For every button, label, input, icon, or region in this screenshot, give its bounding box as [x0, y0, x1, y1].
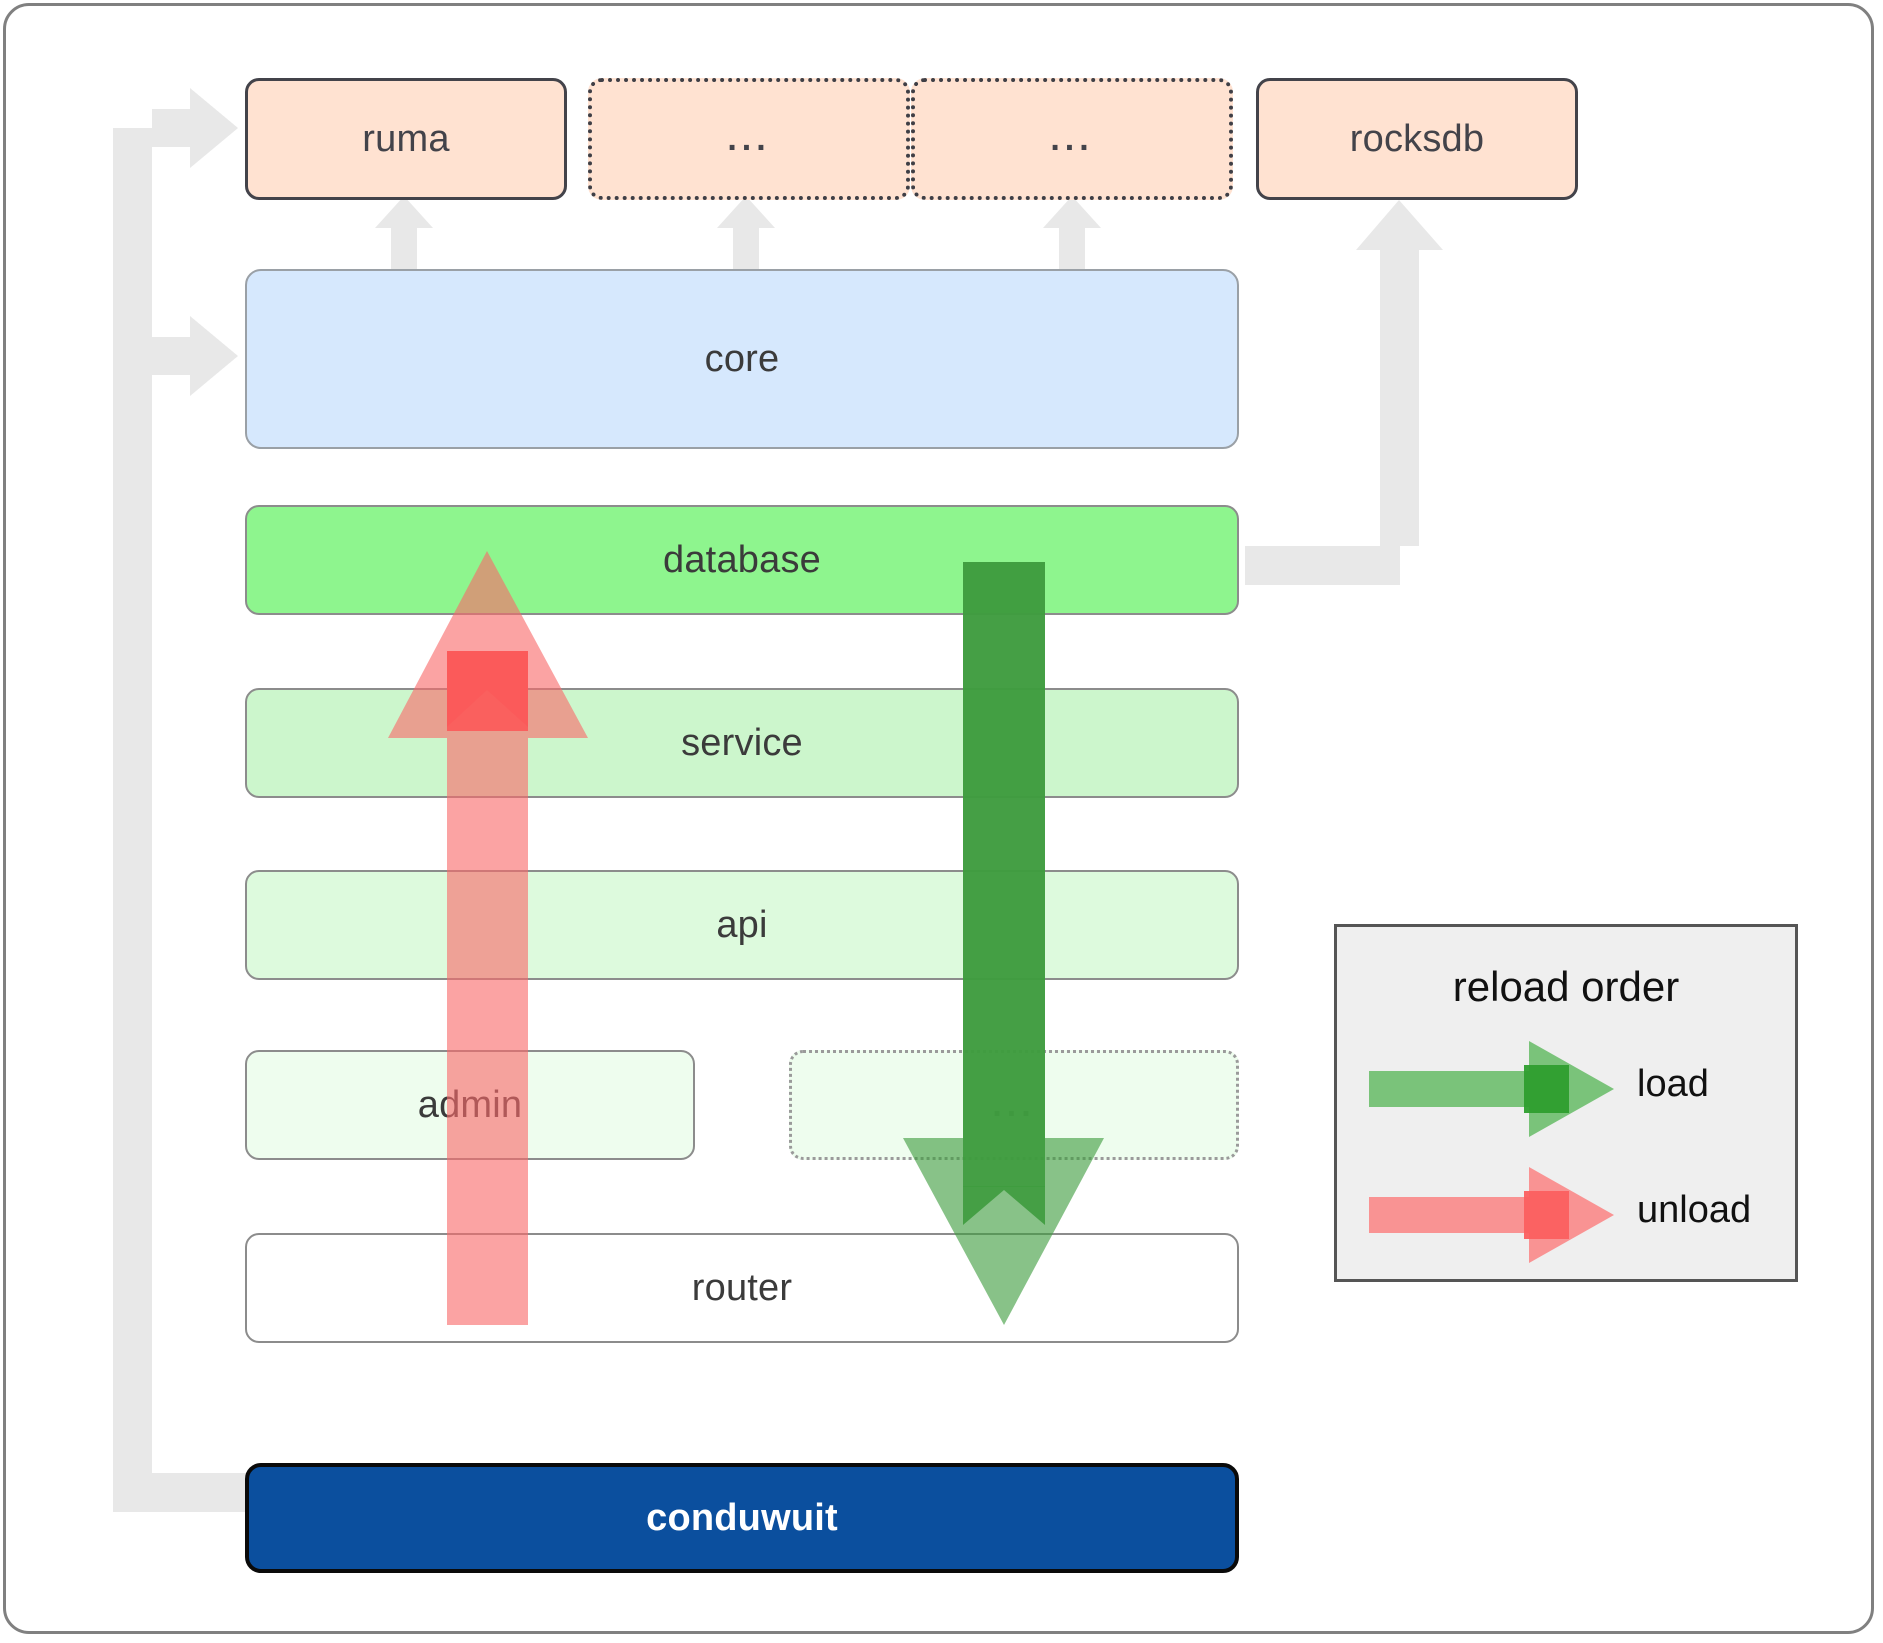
diagram-frame — [3, 3, 1874, 1634]
stack-box-extra-label: ... — [992, 1085, 1036, 1124]
stack-box-database-label: database — [663, 538, 821, 581]
dep-box-placeholder-2-label: ... — [1050, 119, 1094, 158]
legend-unload-arrow-icon — [1369, 1167, 1614, 1263]
stack-box-router[interactable]: router — [245, 1233, 1239, 1343]
stack-box-admin-label: admin — [417, 1083, 523, 1126]
stack-box-conduwuit-label: conduwuit — [646, 1496, 838, 1539]
stack-box-api-label: api — [716, 903, 768, 946]
legend-row-unload: unload — [1337, 1167, 1795, 1263]
stack-box-database[interactable]: database — [245, 505, 1239, 615]
legend-load-arrow-icon — [1369, 1041, 1614, 1137]
legend-panel: reload order load unload — [1334, 924, 1798, 1282]
dep-box-ruma-label: ruma — [362, 117, 450, 160]
stack-box-core[interactable]: core — [245, 269, 1239, 449]
dep-box-placeholder-1-label: ... — [727, 119, 771, 158]
stack-box-service[interactable]: service — [245, 688, 1239, 798]
stack-box-admin[interactable]: admin — [245, 1050, 695, 1160]
stack-box-api[interactable]: api — [245, 870, 1239, 980]
legend-row-load: load — [1337, 1041, 1795, 1137]
legend-unload-label: unload — [1637, 1189, 1752, 1231]
legend-load-label: load — [1637, 1063, 1709, 1105]
stack-box-service-label: service — [681, 721, 803, 764]
stack-box-conduwuit[interactable]: conduwuit — [245, 1463, 1239, 1573]
dep-box-rocksdb-label: rocksdb — [1349, 117, 1485, 160]
stack-box-core-label: core — [704, 337, 780, 380]
dep-box-ruma[interactable]: ruma — [245, 78, 567, 200]
dep-box-placeholder-1[interactable]: ... — [588, 78, 910, 200]
stack-box-extra[interactable]: ... — [789, 1050, 1239, 1160]
legend-title: reload order — [1452, 963, 1680, 1010]
stack-box-router-label: router — [691, 1266, 793, 1309]
dep-box-placeholder-2[interactable]: ... — [911, 78, 1233, 200]
dep-box-rocksdb[interactable]: rocksdb — [1256, 78, 1578, 200]
